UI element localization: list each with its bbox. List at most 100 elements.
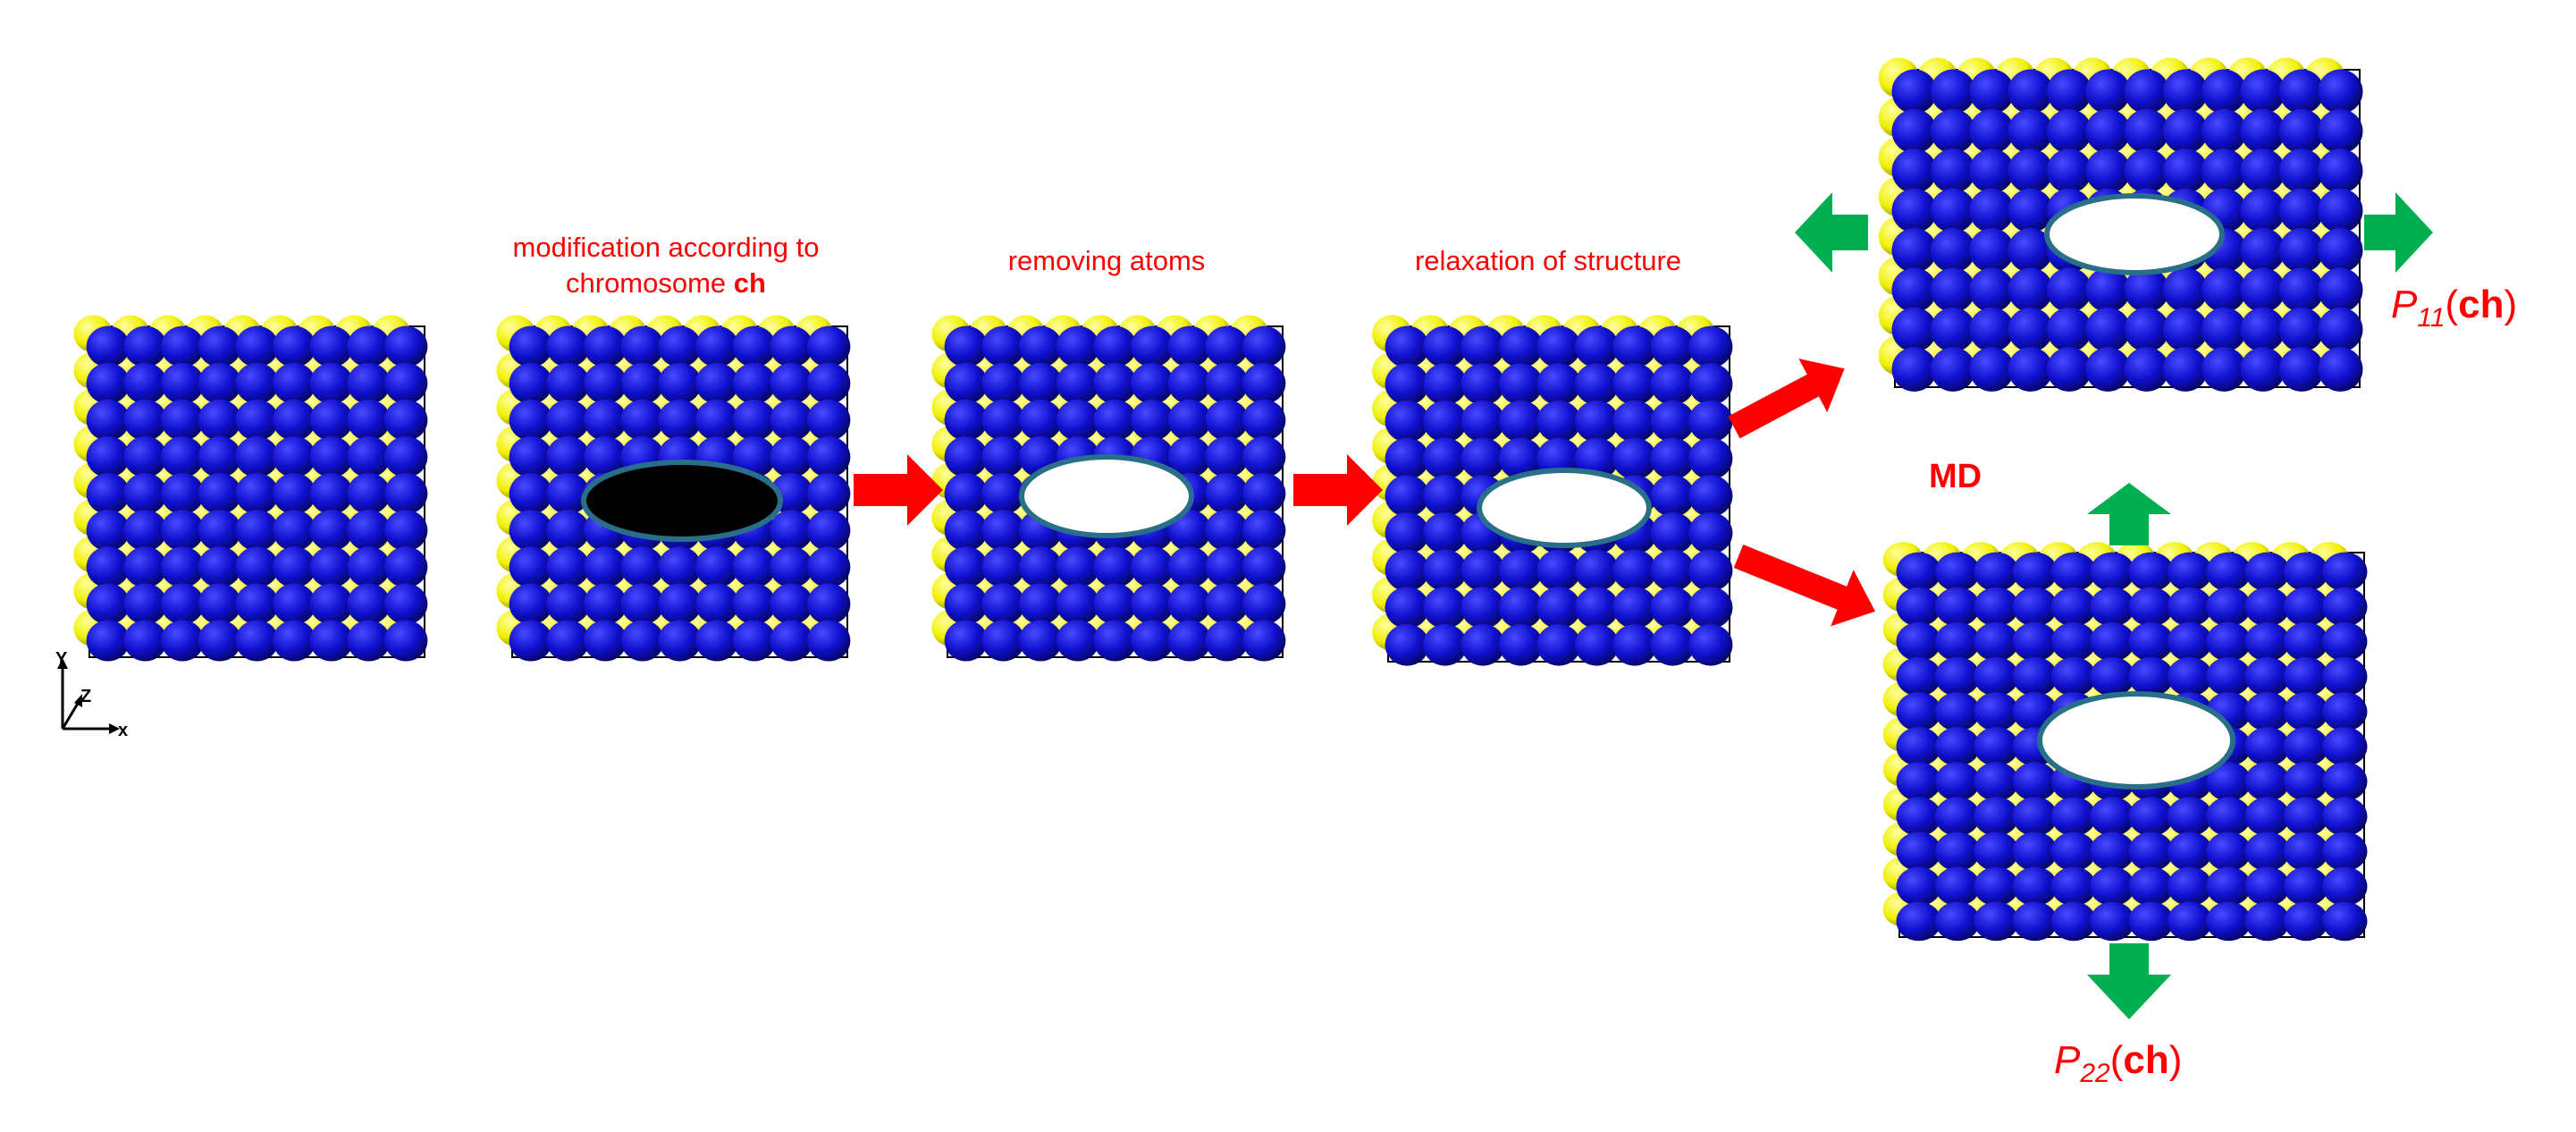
front-atom	[2050, 901, 2097, 942]
front-atom	[198, 510, 241, 552]
front-atom	[198, 473, 241, 515]
front-atom	[1536, 400, 1581, 443]
front-atom	[2201, 347, 2247, 392]
front-atom	[1242, 325, 1286, 367]
front-atom	[347, 510, 391, 552]
p11-open: (	[2446, 283, 2459, 326]
front-atom	[273, 473, 316, 515]
front-atom	[1242, 435, 1286, 477]
front-atom	[198, 362, 241, 404]
front-atom	[1423, 549, 1468, 592]
front-atom	[1423, 623, 1468, 666]
front-atom	[1934, 552, 1981, 592]
front-atom	[1536, 549, 1581, 592]
front-atom	[1688, 549, 1733, 592]
front-atom	[509, 583, 552, 625]
front-atom	[1205, 473, 1249, 515]
front-atom	[944, 510, 989, 552]
front-atom	[981, 435, 1025, 477]
front-atom	[347, 620, 391, 662]
front-atom	[161, 546, 205, 588]
front-atom	[2283, 797, 2329, 837]
front-atom	[2085, 307, 2131, 352]
front-atom	[584, 435, 627, 477]
front-atom	[309, 510, 354, 552]
front-atom	[2278, 188, 2325, 233]
front-atom	[2167, 656, 2213, 697]
front-atom	[1574, 623, 1620, 666]
front-atom	[1974, 587, 2019, 627]
front-atom	[981, 620, 1025, 662]
front-atom	[944, 399, 989, 441]
front-atom	[123, 546, 167, 588]
front-atom	[509, 325, 552, 367]
front-atom	[509, 473, 552, 515]
front-atom	[1969, 228, 2015, 273]
front-atom	[1896, 797, 1941, 837]
front-atom	[2318, 108, 2363, 154]
front-atom	[1650, 437, 1695, 480]
front-atom	[2128, 901, 2174, 942]
front-atom	[123, 583, 167, 625]
front-atom	[1242, 546, 1286, 588]
front-atom	[2318, 267, 2363, 313]
front-atom	[2128, 866, 2174, 907]
p22-symbol: P	[2054, 1038, 2081, 1082]
front-atom	[347, 546, 391, 588]
front-atom	[2046, 267, 2092, 313]
front-atom	[1093, 620, 1137, 662]
front-atom	[732, 583, 776, 625]
axis-z-label: Z	[80, 687, 91, 706]
front-atom	[944, 546, 989, 588]
front-atom	[2206, 656, 2252, 697]
front-atom	[1205, 583, 1249, 625]
front-atom	[2240, 228, 2286, 273]
front-atom	[1423, 325, 1468, 368]
front-atom	[732, 362, 776, 404]
modification-label-prefix: chromosome	[566, 267, 734, 299]
front-atom	[2240, 69, 2286, 114]
black-ellipse-region	[581, 460, 783, 542]
front-atom	[2244, 552, 2290, 592]
front-atom	[1974, 691, 2019, 731]
front-atom	[770, 435, 813, 477]
front-atom	[123, 399, 167, 441]
front-atom	[2046, 69, 2092, 114]
front-atom	[1896, 552, 1941, 592]
front-atom	[347, 362, 391, 404]
front-atom	[546, 546, 590, 588]
front-atom	[2244, 901, 2290, 942]
front-atom	[732, 435, 776, 477]
front-atom	[620, 620, 664, 662]
front-atom	[658, 583, 702, 625]
front-atom	[1461, 623, 1505, 666]
front-atom	[981, 510, 1025, 552]
front-atom	[2201, 267, 2247, 313]
front-atom	[2201, 69, 2247, 114]
front-atom	[2050, 621, 2097, 662]
front-atom	[695, 362, 739, 404]
front-atom	[2012, 587, 2058, 627]
front-atom	[1131, 620, 1174, 662]
front-atom	[2167, 621, 2213, 662]
front-atom	[620, 546, 664, 588]
front-atom	[1974, 866, 2019, 907]
front-atom	[2050, 552, 2097, 592]
front-atom	[2162, 108, 2209, 154]
front-atom	[2318, 69, 2363, 114]
front-atom	[2283, 832, 2329, 872]
front-atom	[770, 362, 813, 404]
front-atom	[2206, 797, 2252, 837]
red-arrow-icon	[1293, 454, 1383, 526]
front-atom	[1385, 549, 1429, 592]
front-atom	[1891, 228, 1937, 273]
front-atom	[1891, 267, 1937, 313]
front-atom	[1688, 400, 1733, 443]
front-atom	[1969, 148, 2015, 194]
p11-bold: ch	[2458, 283, 2504, 326]
p22-close: )	[2169, 1038, 2183, 1082]
front-atom	[2322, 656, 2368, 697]
front-atom	[1093, 362, 1137, 404]
front-atom	[1896, 866, 1941, 907]
front-atom	[1650, 549, 1695, 592]
